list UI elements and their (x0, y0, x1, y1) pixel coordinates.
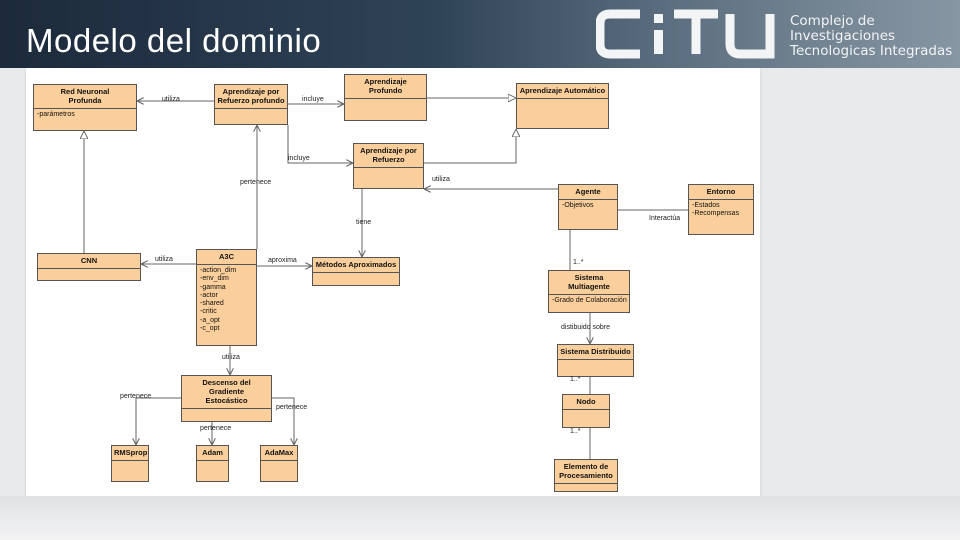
class-attribute: -action_dim (200, 267, 237, 274)
class-name: Elemento de Procesamiento (555, 460, 617, 484)
class-entorno[interactable]: Entorno -Estados -Recompensas (688, 184, 754, 235)
relation-label: incluye (288, 155, 310, 162)
logo-line: Tecnologicas Integradas (790, 43, 953, 59)
class-name: A3C (197, 250, 256, 265)
class-attribute: -a_opt (200, 316, 220, 324)
connector (424, 129, 516, 164)
class-adamax[interactable]: AdaMax (260, 445, 298, 482)
multiplicity-label: 1..* (573, 259, 584, 266)
relation-label: Interactúa (649, 215, 681, 222)
class-attribute: -parámetros (37, 111, 75, 118)
relation-label: utiliza (155, 256, 173, 263)
class-agente[interactable]: Agente -Objetivos (558, 184, 618, 230)
connector (272, 397, 294, 445)
class-attributes: -action_dim -env_dim -gamma -actor -shar… (197, 265, 256, 335)
logo-line: Investigaciones (790, 28, 896, 44)
relation-label: utiliza (432, 176, 450, 183)
class-descenso-gradiente[interactable]: Descenso del Gradiente Estocástico (181, 375, 272, 422)
class-attributes: -Grado de Colaboración (549, 295, 629, 307)
class-name: Entorno (689, 185, 753, 200)
class-attribute: -Grado de Colaboración (552, 297, 627, 304)
class-name: Red Neuronal Profunda (34, 85, 136, 109)
class-attribute: -gamma (200, 283, 226, 291)
class-name: Adam (197, 446, 228, 461)
class-attributes: -Estados -Recompensas (689, 200, 753, 221)
relation-label: distibuido sobre (561, 324, 611, 331)
class-rmsprop[interactable]: RMSprop (111, 445, 149, 482)
class-name: Métodos Aproximados (313, 258, 399, 273)
class-attributes: -parámetros (34, 109, 136, 121)
class-aprendizaje-refuerzo-profundo[interactable]: Aprendizaje por Refuerzo profundo (214, 84, 288, 125)
multiplicity-label: 1..* (570, 376, 581, 383)
class-aprendizaje-automatico[interactable]: Aprendizaje Automático (516, 83, 609, 129)
citi-logo-icon (596, 9, 775, 59)
connector (287, 125, 353, 163)
page-title: Modelo del dominio (26, 22, 322, 59)
class-aprendizaje-profundo[interactable]: Aprendizaje Profundo (344, 74, 427, 121)
relation-label: pertenece (276, 404, 308, 411)
class-attribute: -shared (200, 300, 224, 308)
class-a3c[interactable]: A3C -action_dim -env_dim -gamma -actor -… (196, 249, 257, 346)
class-adam[interactable]: Adam (196, 445, 229, 482)
slide-header: Modelo del dominio Complejo de Investiga… (0, 0, 960, 68)
class-attribute: -c_opt (200, 325, 220, 333)
class-attribute: -Objetivos (562, 202, 594, 209)
relation-label: aproxima (268, 257, 297, 264)
logo-text: Complejo de Investigaciones Tecnologicas… (790, 14, 952, 59)
class-name: Agente (559, 185, 617, 200)
class-attribute: -Recompensas (692, 210, 740, 218)
class-name: Aprendizaje por Refuerzo profundo (215, 85, 287, 109)
relation-label: pertenece (240, 179, 272, 186)
class-aprendizaje-refuerzo[interactable]: Aprendizaje por Refuerzo (353, 143, 424, 189)
class-attributes: -Objetivos (559, 200, 617, 212)
slide-footer (0, 496, 960, 540)
class-attribute: -Estados (692, 202, 720, 209)
class-attribute: -actor (200, 291, 218, 299)
relation-label: incluye (302, 96, 324, 103)
relation-label: pertenece (120, 393, 152, 400)
relation-label: tiene (356, 219, 372, 226)
class-attribute: -critic (200, 308, 217, 316)
relation-label: utiliza (162, 96, 180, 103)
logo-line: Complejo de (790, 13, 875, 29)
class-sistema-distribuido[interactable]: Sistema Distribuido (557, 344, 634, 377)
class-sistema-multiagente[interactable]: Sistema Multiagente -Grado de Colaboraci… (548, 270, 630, 313)
class-elemento-procesamiento[interactable]: Elemento de Procesamiento (554, 459, 618, 492)
class-name: Descenso del Gradiente Estocástico (182, 376, 271, 409)
class-cnn[interactable]: CNN (37, 253, 141, 281)
class-name: RMSprop (112, 446, 148, 461)
class-name: CNN (38, 254, 140, 269)
relation-label: pertenece (200, 425, 232, 432)
class-metodos-aproximados[interactable]: Métodos Aproximados (312, 257, 400, 286)
class-nodo[interactable]: Nodo (562, 394, 610, 428)
class-attribute: -env_dim (200, 275, 229, 283)
relation-label: utiliza (222, 354, 240, 361)
class-name: Sistema Multiagente (549, 271, 629, 295)
class-name: Aprendizaje por Refuerzo (354, 144, 423, 168)
class-red-neuronal-profunda[interactable]: Red Neuronal Profunda -parámetros (33, 84, 137, 131)
multiplicity-label: 1..* (570, 428, 581, 435)
connector (136, 397, 181, 445)
class-name: Aprendizaje Profundo (345, 75, 426, 99)
class-name: AdaMax (261, 446, 297, 461)
class-name: Nodo (563, 395, 609, 410)
class-name: Sistema Distribuido (558, 345, 633, 360)
class-name: Aprendizaje Automático (517, 84, 608, 99)
